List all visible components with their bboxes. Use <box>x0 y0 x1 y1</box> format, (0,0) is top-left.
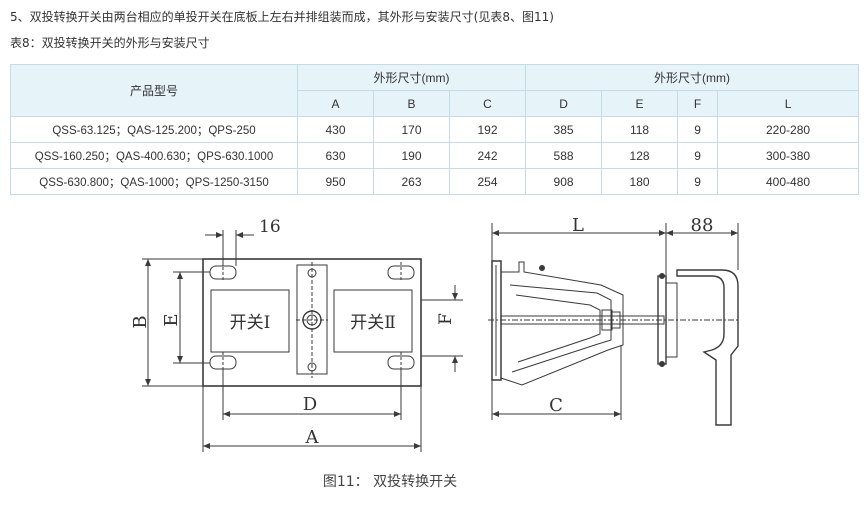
dim-L-label: L <box>572 215 584 236</box>
column-header: C <box>448 90 527 117</box>
dim-A-label: A <box>305 427 320 448</box>
intro-text: 5、双投转换开关由两台相应的单投开关在底板上左右并排组装而成，其外形与安装尺寸(… <box>10 10 554 24</box>
value-cell: 630 <box>297 142 374 169</box>
column-header: B <box>373 90 450 117</box>
value-cell: 950 <box>297 168 374 195</box>
side-view: L 88 C <box>488 215 740 426</box>
model-header: 产品型号 <box>10 64 298 117</box>
table-row: QSS-630.800；QAS-1000；QPS-1250-3150 950 2… <box>10 168 860 195</box>
switch-drawing: 开关Ⅰ 开关Ⅱ 16 B E F D <box>130 215 740 490</box>
dim-B-label: B <box>130 315 151 328</box>
model-cell: QSS-63.125；QAS-125.200；QPS-250 <box>10 116 298 143</box>
base-plate <box>202 258 422 387</box>
switch-1-label: 开关Ⅰ <box>230 313 271 333</box>
value-cell: 128 <box>601 142 679 169</box>
dim-C-label: C <box>549 395 563 416</box>
switch-1-body <box>210 289 290 353</box>
switch-2-label: 开关Ⅱ <box>350 313 396 333</box>
value-cell: 190 <box>373 142 450 169</box>
value-cell: 263 <box>373 168 450 195</box>
value-cell: 9 <box>677 142 719 169</box>
dim-E-label: E <box>161 313 182 326</box>
value-cell: 192 <box>448 116 527 143</box>
value-cell: 220-280 <box>717 116 860 143</box>
dim-88-label: 88 <box>691 215 714 236</box>
model-cell: QSS-160.250；QAS-400.630；QPS-630.1000 <box>10 142 298 169</box>
dimension-group-header: 外形尺寸(mm) <box>525 64 860 91</box>
dimension-table: 产品型号 外形尺寸(mm) 外形尺寸(mm) A B C D E F L QSS… <box>10 64 860 195</box>
column-header: E <box>601 90 679 117</box>
dim-D-label: D <box>303 394 317 415</box>
switch-2-body <box>333 289 413 353</box>
value-cell: 300-380 <box>717 142 860 169</box>
bracket <box>500 261 624 386</box>
model-cell: QSS-630.800；QAS-1000；QPS-1250-3150 <box>10 168 298 195</box>
value-cell: 242 <box>448 142 527 169</box>
table-row: QSS-160.250；QAS-400.630；QPS-630.1000 630… <box>10 142 860 169</box>
column-header: D <box>525 90 603 117</box>
dim-F-label: F <box>436 313 456 325</box>
value-cell: 118 <box>601 116 679 143</box>
column-header: A <box>297 90 374 117</box>
figure-caption: 图11： 双投转换开关 <box>323 473 457 490</box>
value-cell: 400-480 <box>717 168 860 195</box>
handle <box>676 269 739 426</box>
column-header: L <box>717 90 860 117</box>
value-cell: 908 <box>525 168 603 195</box>
value-cell: 170 <box>373 116 450 143</box>
value-cell: 180 <box>601 168 679 195</box>
dim-16-label: 16 <box>259 217 281 237</box>
front-view: 开关Ⅰ 开关Ⅱ 16 B E F D <box>130 217 463 452</box>
value-cell: 588 <box>525 142 603 169</box>
value-cell: 385 <box>525 116 603 143</box>
dimension-group-header: 外形尺寸(mm) <box>296 64 527 91</box>
value-cell: 9 <box>677 168 719 195</box>
table-caption: 表8：双投转换开关的外形与安装尺寸 <box>10 36 210 50</box>
table-row: QSS-63.125；QAS-125.200；QPS-250 430 170 1… <box>10 116 860 143</box>
column-header: F <box>677 90 719 117</box>
value-cell: 9 <box>677 116 719 143</box>
value-cell: 254 <box>448 168 527 195</box>
value-cell: 430 <box>297 116 374 143</box>
